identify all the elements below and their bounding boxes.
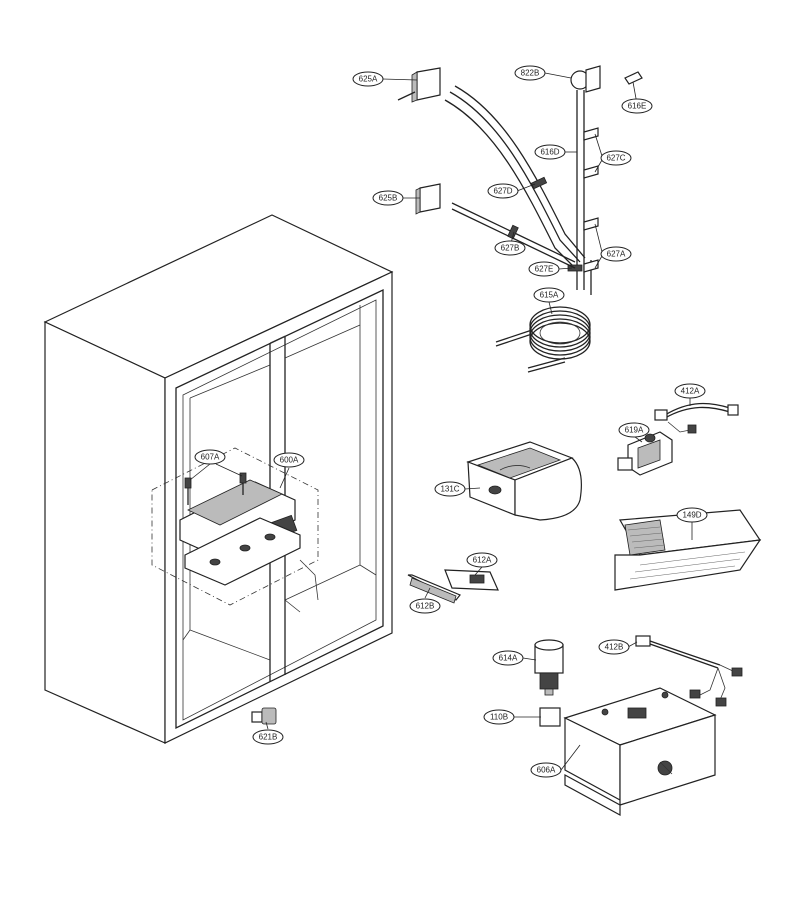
wire-harness-bottom (635, 635, 743, 707)
solenoid (534, 639, 564, 696)
callout-131C: 131C (434, 481, 466, 497)
svg-text:149D: 149D (682, 511, 701, 520)
callout-612B: 612B (409, 598, 441, 614)
callout-607A: 607A (194, 449, 226, 465)
svg-text:607A: 607A (201, 453, 220, 462)
callouts: 625A 822B 616E 616D 627C 627D 625B 627B (194, 65, 708, 778)
svg-text:619A: 619A (625, 426, 644, 435)
svg-text:616E: 616E (628, 102, 647, 111)
svg-text:627C: 627C (606, 154, 625, 163)
svg-text:822B: 822B (521, 69, 540, 78)
callout-627E: 627E (528, 261, 560, 277)
water-valve (617, 431, 673, 476)
svg-text:412B: 412B (605, 643, 624, 652)
callout-621B: 621B (252, 729, 284, 745)
svg-text:614A: 614A (499, 654, 518, 663)
callout-606A: 606A (530, 762, 562, 778)
callout-412A: 412A (674, 383, 706, 399)
svg-text:600A: 600A (280, 456, 299, 465)
dispenser-grille (614, 509, 762, 591)
callout-600A: 600A (273, 452, 305, 468)
callout-616E: 616E (621, 98, 653, 114)
callout-614A: 614A (492, 650, 524, 666)
callout-627A: 627A (600, 246, 632, 262)
callout-627D: 627D (487, 183, 519, 199)
svg-text:110B: 110B (490, 713, 508, 722)
svg-text:612A: 612A (473, 556, 492, 565)
svg-text:627A: 627A (607, 250, 626, 259)
svg-text:627B: 627B (501, 244, 520, 253)
svg-text:627E: 627E (535, 265, 554, 274)
leader-lines (189, 72, 693, 771)
dispenser-housing (539, 687, 717, 817)
svg-text:606A: 606A (537, 766, 556, 775)
ice-maker-assembly (151, 447, 319, 606)
callout-625A: 625A (352, 71, 384, 87)
mounting-brackets (407, 569, 499, 604)
callout-110B: 110B (483, 709, 515, 725)
callout-627B: 627B (494, 240, 526, 256)
callout-149D: 149D (676, 507, 708, 523)
callout-412B: 412B (598, 639, 630, 655)
svg-text:625A: 625A (359, 75, 378, 84)
ice-bin (466, 441, 582, 521)
svg-text:612B: 612B (416, 602, 435, 611)
coiled-water-tube (495, 306, 591, 373)
water-fitting (251, 707, 277, 725)
callout-822B: 822B (514, 65, 546, 81)
callout-627C: 627C (600, 150, 632, 166)
svg-text:627D: 627D (493, 187, 512, 196)
svg-text:615A: 615A (540, 291, 559, 300)
callout-619A: 619A (618, 422, 650, 438)
svg-text:131C: 131C (440, 485, 459, 494)
svg-text:625B: 625B (379, 194, 398, 203)
callout-612A: 612A (466, 552, 498, 568)
refrigerator-cabinet (43, 214, 394, 744)
svg-text:621B: 621B (259, 733, 278, 742)
callout-625B: 625B (372, 190, 404, 206)
water-tubing-assembly (397, 65, 643, 295)
callout-615A: 615A (533, 287, 565, 303)
wire-harness-top (654, 402, 739, 434)
svg-text:616D: 616D (540, 148, 559, 157)
callout-616D: 616D (534, 144, 566, 160)
svg-text:412A: 412A (681, 387, 700, 396)
